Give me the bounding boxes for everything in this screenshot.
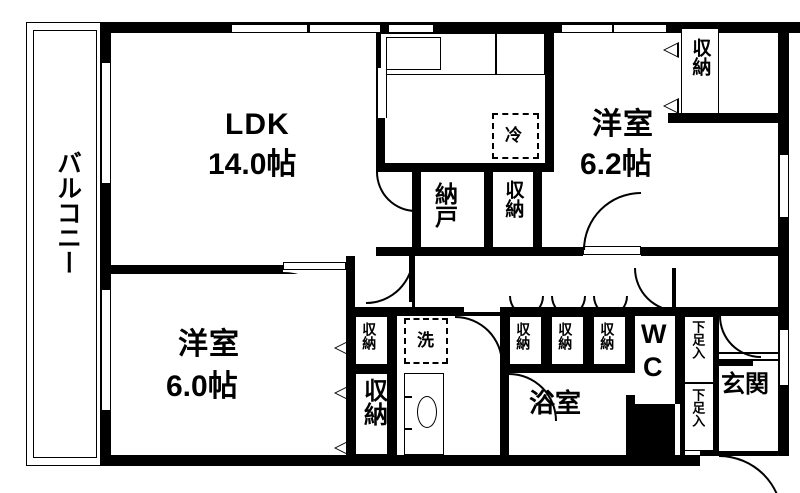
closet-bath-2-label: 収納 (557, 322, 574, 350)
door-panel-nando (412, 172, 416, 212)
window-genkan-right (779, 330, 789, 385)
kitchen-counter-divider (495, 33, 497, 75)
vanity-line-2 (404, 428, 412, 430)
ldk-size: 14.0帖 (208, 148, 297, 181)
wall-kitchen-left-lower (376, 163, 385, 172)
closet-nando-label: 収納 (502, 180, 524, 218)
window-washitsu1-right (779, 155, 789, 217)
wall-left-exterior (100, 22, 111, 466)
wall-genkan-bottom (700, 451, 789, 456)
window-ldk-top-2 (310, 24, 380, 33)
wall-shoe-right (714, 307, 719, 455)
window-ldk-left (101, 63, 111, 183)
closet-hall-sm-frame (355, 316, 388, 368)
genkan-label: 玄関 (721, 371, 769, 398)
closet-hall-sm-label: 収納 (361, 322, 378, 350)
window-washitsu1-top-1 (562, 24, 612, 33)
wall-nando-bottom (376, 247, 554, 256)
wall-closet-ne-bottom (668, 113, 789, 123)
window-kitchen-top (389, 24, 433, 33)
vanity-basin (417, 396, 437, 428)
wall-genkan-top (684, 307, 789, 316)
ldk-name: LDK (225, 108, 290, 141)
divider-hall-vertical (412, 256, 415, 307)
wall-top-left (100, 22, 800, 33)
washitsu1-name: 洋室 (592, 108, 654, 141)
room-washitsu1 (554, 33, 778, 247)
wall-wc-top (626, 307, 690, 316)
wall-kitchen-bottom (376, 163, 554, 172)
window-washitsu2-left (101, 290, 111, 410)
closet-bath-1-frame (509, 316, 542, 368)
wall-right-exterior (778, 100, 789, 455)
wall-shoe-left (680, 307, 685, 455)
closet-nando-box (493, 172, 533, 247)
closet-ne-label: 収納 (689, 38, 711, 76)
door-panel-wc (672, 268, 676, 310)
wall-closet-hall-divider (346, 364, 397, 373)
nando-label: 納戸 (431, 182, 458, 228)
door-panel-washroom (455, 312, 501, 316)
door-panel-bath (501, 373, 509, 419)
washer-space (404, 318, 448, 364)
window-kitchen-left (377, 68, 387, 118)
wall-wash-top (346, 307, 406, 316)
wall-washroom-top (397, 307, 464, 316)
door-arc-genkan-entry[interactable] (719, 455, 783, 493)
window-washitsu1-top-2 (614, 24, 666, 33)
room-ldk (111, 33, 376, 265)
shoe-closet-upper-label: 下足入 (690, 320, 706, 359)
washitsu2-size: 6.0帖 (166, 370, 238, 403)
shoe-closet-upper-frame (684, 316, 714, 383)
closet-hall-lg-frame (355, 373, 388, 455)
door-arc-nando[interactable] (376, 172, 416, 212)
vanity-line-1 (404, 396, 412, 398)
wall-wc-right (675, 307, 684, 404)
closet-bath-3-frame (593, 316, 626, 368)
washer-label: 洗 (417, 331, 434, 350)
closet-ne-frame (681, 28, 719, 114)
washitsu1-size: 6.2帖 (580, 148, 652, 181)
room-nando (421, 172, 484, 247)
fridge-space (492, 113, 539, 159)
closet-hall-lg-label: 収納 (359, 378, 387, 426)
door-panel-hall-ldk (409, 256, 413, 302)
wall-closet-nando-right (533, 172, 542, 256)
balcony-inner (33, 30, 97, 458)
shoe-closet-lower-label: 下足入 (690, 388, 706, 427)
wall-ldk-washitsu2 (111, 265, 346, 274)
door-panel-ldk-washitsu2 (283, 262, 346, 270)
balcony-label: バルコニー (53, 150, 82, 275)
wall-closet-nando-left (484, 172, 493, 256)
kitchen-sink (386, 37, 441, 70)
wall-closet-hall-sm-right (388, 307, 397, 368)
room-wc (635, 316, 675, 404)
wall-kitchen-right (545, 22, 554, 163)
wall-closet-bath-3-right (626, 307, 635, 368)
fridge-label: 冷 (505, 126, 522, 145)
closet-ne-arrow-bottom (663, 98, 679, 114)
room-washitsu2 (111, 274, 346, 455)
wall-closet-bath-2-right (584, 307, 593, 368)
wall-washitsu2-right (346, 274, 355, 455)
genkan-step-line-2 (719, 359, 778, 361)
wc-label-w: W (641, 319, 667, 349)
wall-bottom (100, 455, 700, 466)
wc-label-c: C (643, 352, 663, 382)
closet-bath-3-label: 収納 (599, 322, 616, 350)
closet-bath-1-label: 収納 (515, 322, 532, 350)
wall-bath-top (500, 364, 635, 373)
door-gap-ldk-washitsu2 (283, 266, 346, 274)
genkan-step-fill (719, 361, 753, 366)
window-ldk-top-1 (232, 24, 307, 33)
wall-washitsu1-bottom (554, 247, 789, 256)
closet-ne-arrow-top (663, 42, 679, 58)
wall-hall-bottom-left (346, 307, 356, 316)
vanity-unit (404, 373, 444, 455)
wall-closet-hall-lg-right (388, 368, 397, 455)
wall-nando-left (412, 172, 421, 252)
wall-closet-bath-1-right (542, 307, 551, 368)
washitsu2-name: 洋室 (178, 328, 240, 361)
